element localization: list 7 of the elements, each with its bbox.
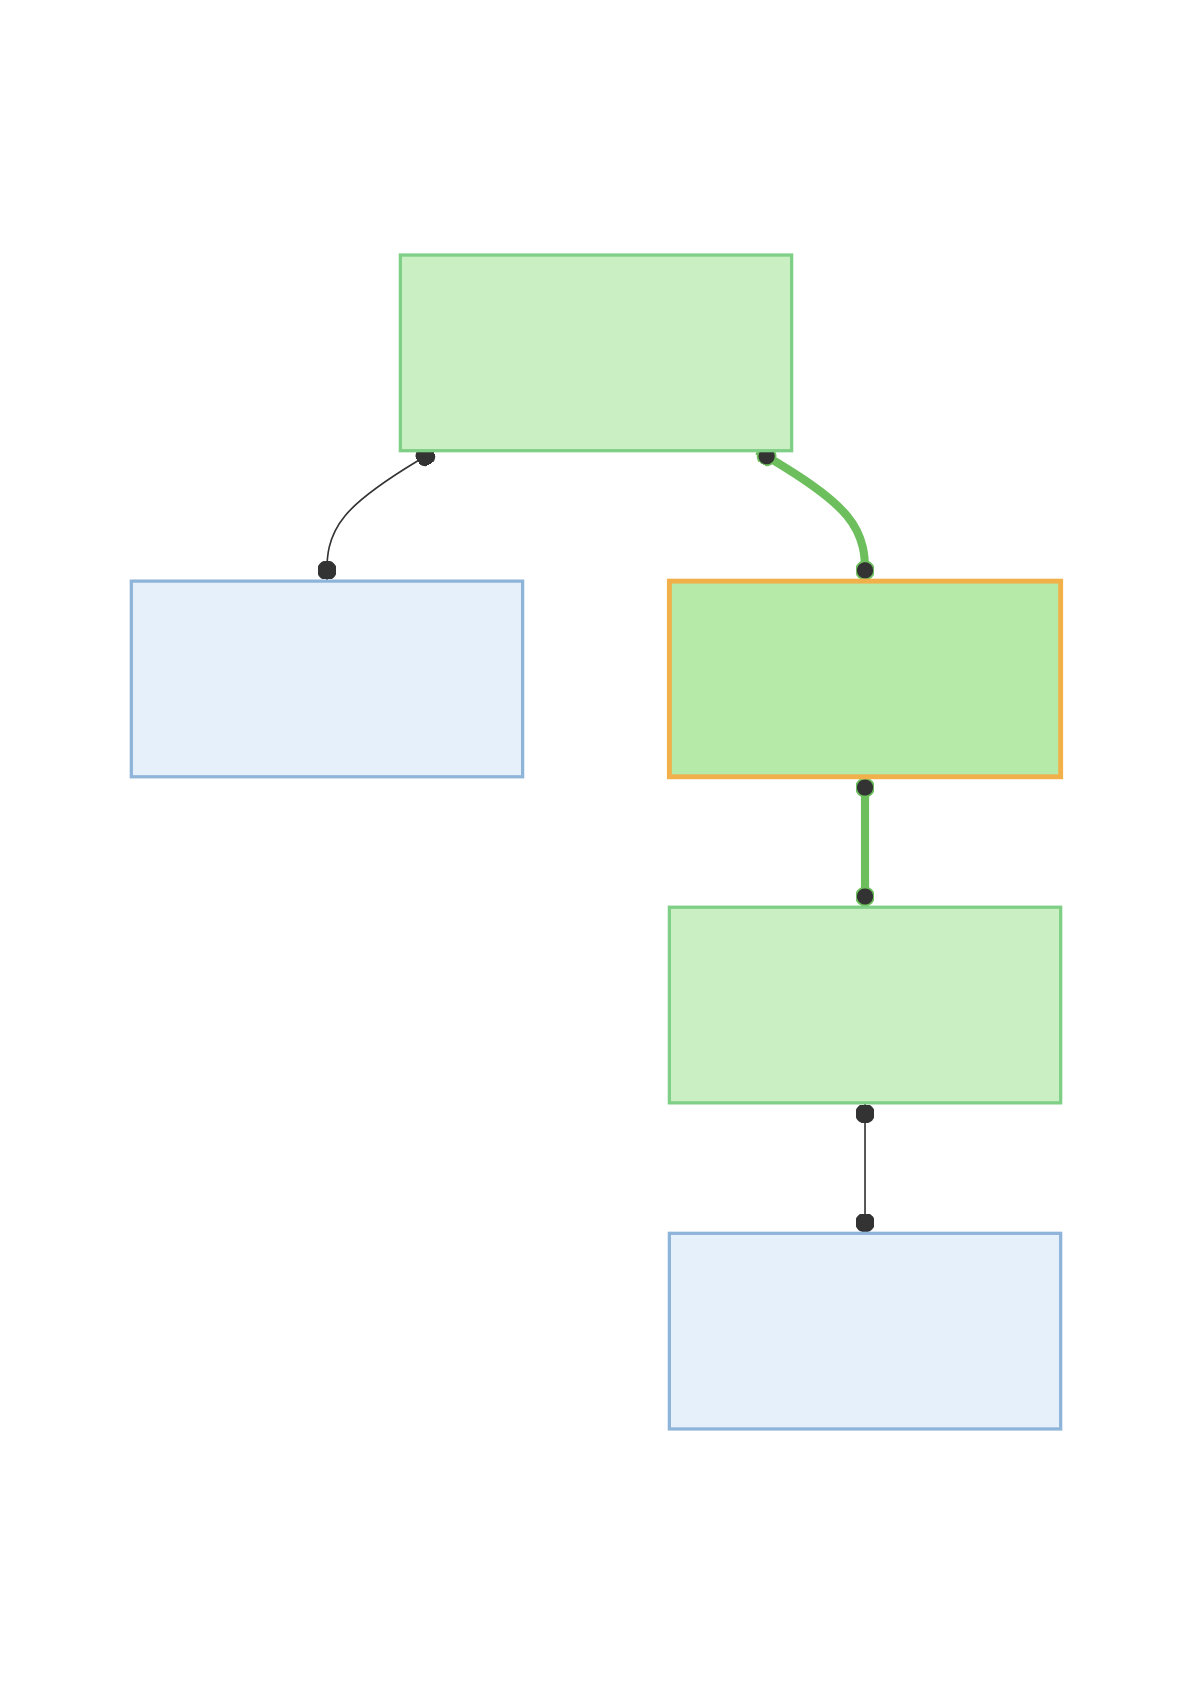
node-box — [397, 253, 793, 453]
node-box — [665, 578, 1063, 780]
node-box — [666, 1231, 1062, 1431]
node-box — [666, 905, 1062, 1105]
node-box — [128, 579, 524, 779]
connector — [854, 1102, 874, 1235]
connector — [854, 776, 874, 908]
